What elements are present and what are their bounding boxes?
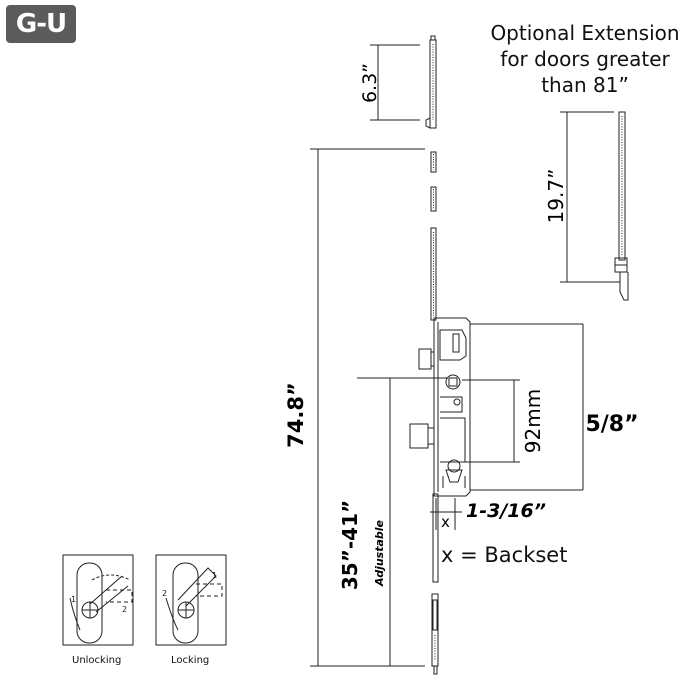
locking-handle-icon [155, 554, 227, 646]
unlocking-label: Unlocking [72, 655, 122, 666]
dimension-line-extension [560, 111, 614, 283]
gu-logo: G-U [6, 5, 76, 43]
dim-label-handle-height: 35”-41” [338, 500, 362, 590]
extension-title: Optional Extension for doors greater tha… [470, 20, 700, 98]
extension-title-line-2: for doors greater [500, 47, 670, 71]
extension-title-line-1: Optional Extension [490, 21, 680, 45]
icon-step-number: 2 [162, 589, 167, 598]
extension-rod [614, 111, 629, 301]
backset-marker: x [441, 513, 450, 531]
top-strip-segment [425, 35, 437, 129]
icon-step-number: 2 [122, 605, 127, 614]
dim-label-adjustable: Adjustable [373, 519, 386, 587]
dimension-line-overall [310, 148, 425, 667]
upper-rod [430, 227, 437, 321]
locking-point-block [430, 186, 437, 212]
dim-label-overall: 74.8” [284, 382, 308, 448]
dimension-line-top [370, 44, 420, 121]
dimension-line-backset [430, 498, 462, 530]
logo-text: G-U [15, 9, 67, 39]
dim-label-92mm: 92mm [521, 389, 545, 453]
bottom-strip-segment [431, 593, 439, 675]
dimension-line-92mm [462, 379, 520, 463]
dimension-line-handle-height [357, 377, 448, 666]
lower-rod [432, 493, 439, 583]
locking-point-block [430, 151, 437, 173]
gearbox [409, 317, 471, 497]
unlocking-handle-icon [62, 554, 134, 646]
icon-step-number: 1 [212, 571, 217, 580]
dim-label-extension: 19.7” [544, 169, 568, 224]
backset-legend: x = Backset [441, 543, 568, 567]
locking-label: Locking [171, 655, 210, 666]
icon-step-number: 1 [71, 595, 76, 604]
dim-label-faceplate: 5/8” [585, 412, 638, 437]
dim-label-backset: 1-3/16” [466, 500, 546, 522]
dim-label-top: 6.3” [359, 63, 381, 103]
dimension-line-faceplate [470, 323, 584, 491]
extension-title-line-3: than 81” [541, 73, 629, 97]
